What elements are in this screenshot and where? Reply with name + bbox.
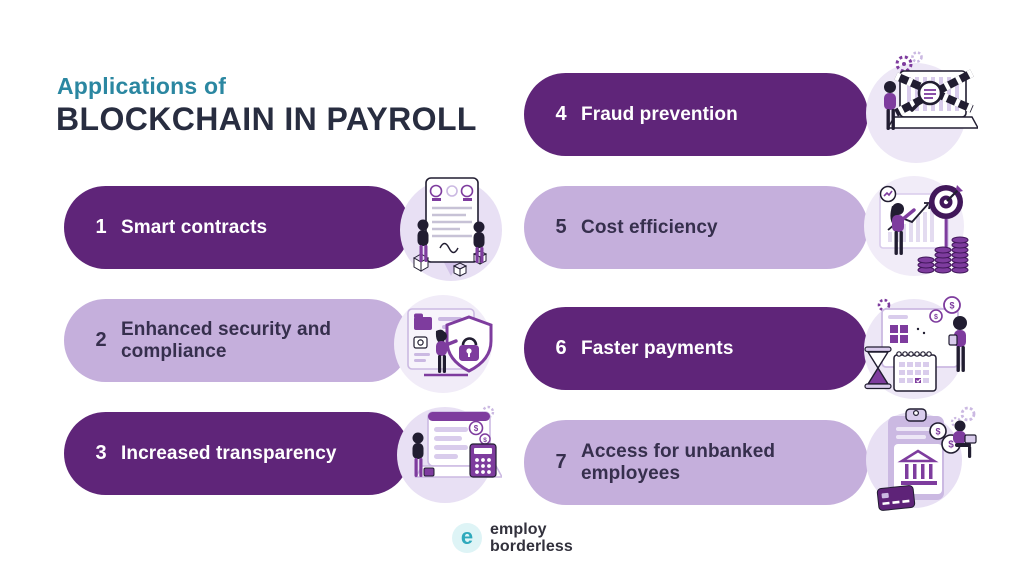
coin-stack-icon xyxy=(917,236,969,274)
item-2-enhanced-security: 2 Enhanced security and compliance xyxy=(64,295,493,393)
person-figure xyxy=(412,432,435,477)
item-1-smart-contracts: 1 Smart contracts xyxy=(64,177,502,281)
person-figure xyxy=(473,221,485,263)
brand-line2: borderless xyxy=(490,538,573,556)
employ-borderless-logo-icon: e xyxy=(452,523,482,554)
target-icon xyxy=(929,185,963,247)
item-5-cost-efficiency: 5 Cost efficiency xyxy=(524,176,969,276)
item-number: 3 xyxy=(95,442,107,464)
caution-tape-icon xyxy=(894,69,974,117)
calculator-icon xyxy=(469,443,497,478)
clipboard-icon xyxy=(888,408,944,500)
faster-payments-illustration: $ $ xyxy=(864,296,967,399)
dashboard-icon xyxy=(407,308,475,370)
smart-contracts-illustration xyxy=(400,177,502,281)
item-number: 7 xyxy=(555,451,567,473)
item-number: 6 xyxy=(555,337,567,359)
person-figure xyxy=(417,219,429,262)
svg-text:$: $ xyxy=(935,427,940,437)
magnifier-icon xyxy=(910,80,943,112)
gear-icon xyxy=(877,298,891,312)
briefcase-icon xyxy=(423,467,435,477)
bank-icon xyxy=(897,449,939,485)
person-figure xyxy=(890,203,916,255)
laptop-screen-icon xyxy=(414,411,502,478)
person-figure xyxy=(953,420,977,458)
item-label: Fraud prevention xyxy=(581,103,738,125)
cost-efficiency-illustration xyxy=(864,176,969,276)
clipboard-icon xyxy=(948,334,958,346)
laptop-icon xyxy=(886,70,978,129)
item-number: 2 xyxy=(95,329,107,351)
page-title: BLOCKCHAIN IN PAYROLL xyxy=(56,101,477,137)
gear-icon xyxy=(895,51,923,73)
item-label: Increased transparency xyxy=(121,442,337,464)
item-3-increased-transparency: 3 Increased transparency $ $ xyxy=(64,405,502,503)
gear-icon xyxy=(481,405,495,419)
brand-name: employ borderless xyxy=(490,521,573,555)
hourglass-icon xyxy=(864,346,892,390)
bar-chart-icon xyxy=(879,185,949,249)
svg-text:$: $ xyxy=(934,314,938,321)
grid-icon xyxy=(890,325,908,343)
item-label: Smart contracts xyxy=(121,216,268,238)
item-7-unbanked-access: 7 Access for unbanked employees xyxy=(524,406,977,511)
brand-line1: employ xyxy=(490,521,547,538)
shield-lock-icon xyxy=(445,315,493,373)
bank-card-icon xyxy=(876,485,916,511)
item-label: Cost efficiency xyxy=(581,216,718,238)
person-figure xyxy=(435,329,458,373)
dollar-coin-icon: $ $ xyxy=(929,422,961,454)
fraud-prevention-illustration xyxy=(866,51,978,163)
dollar-coin-icon: $ $ xyxy=(929,296,961,323)
contract-scroll-icon xyxy=(425,177,479,263)
person-figure xyxy=(884,81,896,130)
gear-icon xyxy=(950,406,976,428)
monitor-icon xyxy=(881,308,959,368)
item-label: Access for unbanked employees xyxy=(581,441,776,484)
person-figure xyxy=(948,316,967,372)
unbanked-access-illustration: $ $ xyxy=(866,406,977,511)
item-label: Enhanced security and compliance xyxy=(121,319,332,362)
svg-text:$: $ xyxy=(483,437,487,444)
page-subtitle: Applications of xyxy=(57,73,227,99)
item-number: 5 xyxy=(555,216,567,238)
item-6-faster-payments: 6 Faster payments $ $ xyxy=(524,296,967,399)
blockchain-cubes-icon xyxy=(412,250,488,277)
svg-text:$: $ xyxy=(949,301,954,311)
dollar-coin-icon: $ $ xyxy=(468,420,491,445)
svg-text:$: $ xyxy=(474,424,479,433)
laptop-icon xyxy=(964,434,977,444)
transparency-illustration: $ $ xyxy=(397,405,502,503)
item-number: 1 xyxy=(95,216,107,238)
svg-text:$: $ xyxy=(948,440,954,451)
item-4-fraud-prevention: 4 Fraud prevention xyxy=(524,51,978,163)
item-label: Faster payments xyxy=(581,337,734,359)
brand-logo: e employ borderless xyxy=(452,521,573,555)
security-compliance-illustration xyxy=(394,295,493,393)
calendar-icon xyxy=(893,351,937,392)
item-number: 4 xyxy=(555,103,567,125)
